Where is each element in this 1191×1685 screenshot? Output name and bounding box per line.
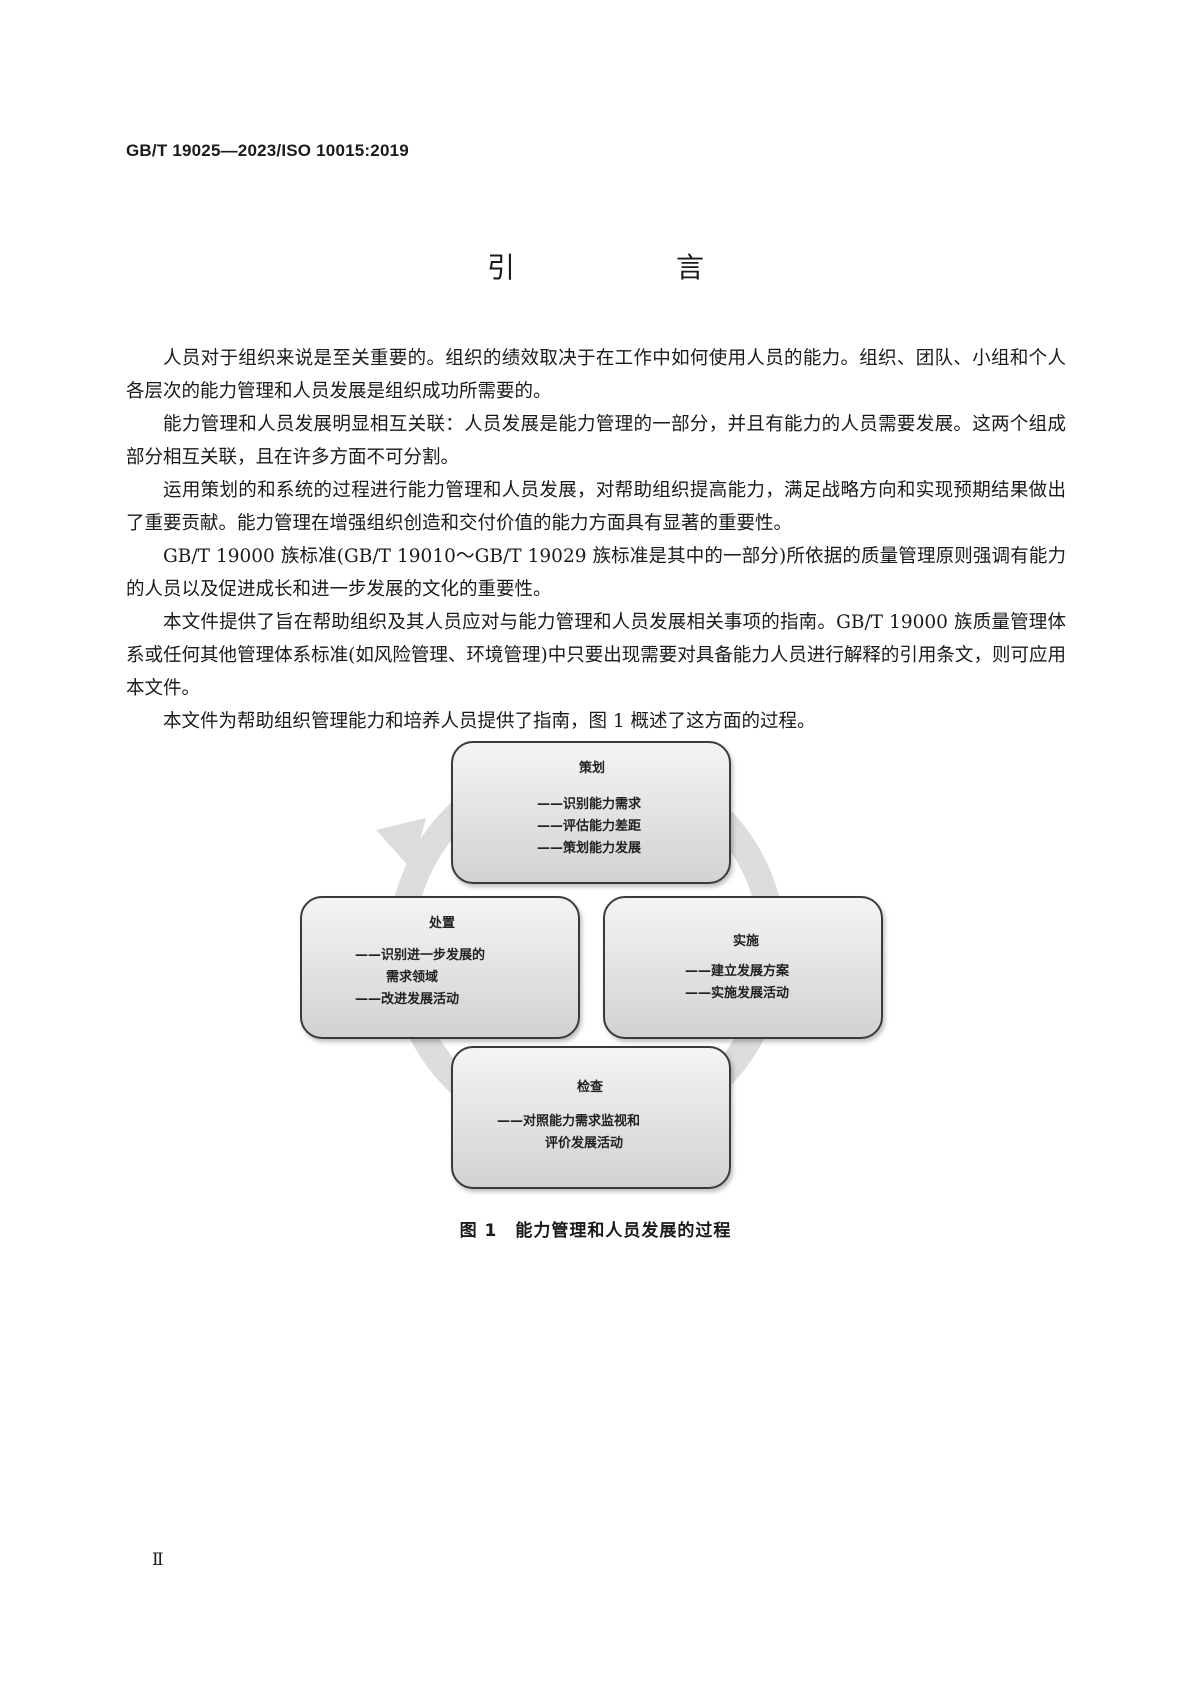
introduction-body: 人员对于组织来说是至关重要的。组织的绩效取决于在工作中如何使用人员的能力。组织、… — [126, 342, 1066, 738]
plan-box-item: ——识别能力需求 — [537, 797, 642, 812]
act-box-item: ——识别进一步发展的 — [355, 948, 486, 963]
paragraph: 本文件提供了旨在帮助组织及其人员应对与能力管理和人员发展相关事项的指南。GB/T… — [126, 612, 1066, 699]
plan-box-title: 策划 — [579, 761, 606, 776]
paragraph: 人员对于组织来说是至关重要的。组织的绩效取决于在工作中如何使用人员的能力。组织、… — [126, 348, 1066, 402]
do-box-title: 实施 — [733, 934, 760, 949]
paragraph: GB/T 19000 族标准(GB/T 19010～GB/T 19029 族标准… — [126, 546, 1066, 600]
check-box: 检查 ——对照能力需求监视和 评价发展活动 — [451, 1046, 731, 1189]
paragraph: 能力管理和人员发展明显相互关联：人员发展是能力管理的一部分，并且有能力的人员需要… — [126, 414, 1066, 468]
check-box-title: 检查 — [577, 1080, 604, 1095]
check-box-item: 评价发展活动 — [545, 1136, 624, 1151]
figure-caption: 图 1 能力管理和人员发展的过程 — [459, 1221, 732, 1241]
page-number: Ⅱ — [152, 1550, 164, 1570]
cycle-arrowhead-icon — [376, 818, 426, 870]
act-box-title: 处置 — [429, 916, 456, 931]
plan-box-item: ——评估能力差距 — [537, 819, 642, 834]
plan-box-item: ——策划能力发展 — [537, 841, 642, 856]
do-box: 实施 ——建立发展方案 ——实施发展活动 — [603, 896, 883, 1039]
do-box-item: ——实施发展活动 — [685, 986, 790, 1001]
paragraph: 运用策划的和系统的过程进行能力管理和人员发展，对帮助组织提高能力，满足战略方向和… — [126, 480, 1066, 534]
do-box-item: ——建立发展方案 — [685, 964, 790, 979]
section-title: 引 言 — [487, 251, 780, 284]
act-box-item: ——改进发展活动 — [355, 992, 460, 1007]
check-box-item: ——对照能力需求监视和 — [497, 1114, 641, 1129]
standard-code: GB/T 19025—2023/ISO 10015:2019 — [126, 141, 409, 160]
act-box-item: 需求领域 — [386, 970, 439, 985]
plan-box: 策划 ——识别能力需求 ——评估能力差距 ——策划能力发展 — [451, 741, 731, 884]
paragraph: 本文件为帮助组织管理能力和培养人员提供了指南，图 1 概述了这方面的过程。 — [163, 711, 816, 732]
act-box: 处置 ——识别进一步发展的 需求领域 ——改进发展活动 — [300, 896, 580, 1039]
